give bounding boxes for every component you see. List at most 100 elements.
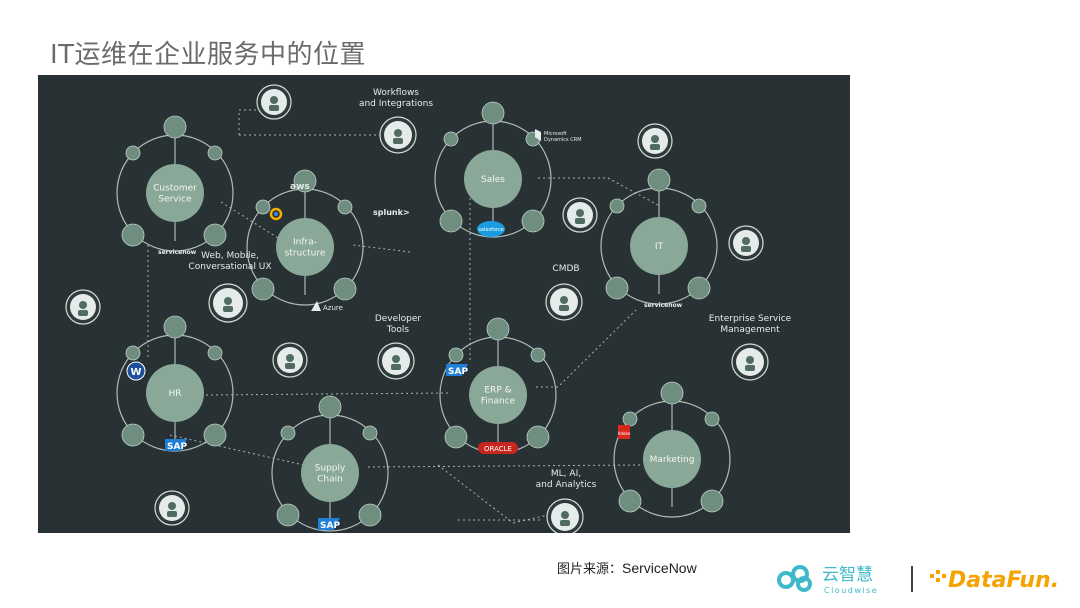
- salesforce-logo: salesforce: [477, 221, 505, 237]
- hub-label: ERP &Finance: [481, 386, 516, 407]
- workflow-icon: [379, 116, 417, 154]
- azure-icon: [311, 301, 321, 311]
- label-web-mobile: Web, Mobile,Conversational UX: [188, 251, 271, 272]
- page-title: IT运维在企业服务中的位置: [50, 40, 367, 70]
- hub-satellite-node: [660, 381, 684, 405]
- person-icon: [637, 123, 673, 159]
- hub-satellite-node: [358, 503, 382, 527]
- hub-sales: Sales: [434, 101, 552, 238]
- svg-text:ORACLE: ORACLE: [484, 445, 512, 453]
- cloudwise-logo: 云智慧 Cloudwise: [774, 560, 894, 596]
- hub-satellite-node: [276, 503, 300, 527]
- svg-text:SAP: SAP: [167, 442, 187, 452]
- developer-tools-icon: [377, 342, 415, 380]
- hub-satellite-node: [605, 276, 629, 300]
- cloudwise-cn-text: 云智慧: [822, 565, 873, 585]
- hub-satellite-node: [203, 423, 227, 447]
- servicenow-logo-it: servicenow: [644, 302, 683, 309]
- connection-links: [147, 109, 659, 524]
- cloud-icon: [777, 565, 812, 592]
- sap-logo-erp: SAP: [446, 364, 468, 377]
- aws-logo: aws: [290, 182, 310, 192]
- hub-erp: ERP &Finance: [439, 317, 557, 454]
- person-icon: [272, 342, 308, 378]
- label-cmdb: CMDB: [552, 264, 579, 274]
- hub-core: [146, 164, 204, 222]
- datafun-text: DataFun.: [948, 568, 1059, 593]
- logo-divider: [911, 566, 913, 592]
- hub-satellite-node: [318, 395, 342, 419]
- hub-satellite-node: [362, 425, 378, 441]
- hub-satellite-node: [443, 131, 459, 147]
- hub-satellite-node: [609, 198, 625, 214]
- hub-satellite-node: [333, 277, 357, 301]
- workday-logo: W: [126, 361, 146, 381]
- hub-core: [276, 218, 334, 276]
- person-icon: [256, 84, 292, 120]
- hub-satellite-node: [337, 199, 353, 215]
- servicenow-logo-cs: servicenow: [158, 249, 197, 256]
- hub-satellite-node: [293, 169, 317, 193]
- person-icon: [562, 197, 598, 233]
- hub-hr: HR: [116, 315, 234, 452]
- hub-label: Marketing: [650, 455, 695, 465]
- hub-satellite-node: [439, 209, 463, 233]
- cloud-provider-icon: [269, 207, 283, 221]
- caption-prefix: 图片来源：: [557, 562, 623, 577]
- hub-label: HR: [168, 389, 181, 399]
- cloudwise-en-text: Cloudwise: [824, 586, 878, 595]
- hub-satellite-node: [618, 489, 642, 513]
- adobe-logo: Adobe: [618, 425, 631, 439]
- hub-marketing: Marketing: [613, 381, 731, 518]
- hub-satellite-node: [163, 115, 187, 139]
- hub-satellite-node: [125, 345, 141, 361]
- hub-core: [301, 444, 359, 502]
- analytics-icon: [546, 498, 584, 533]
- azure-logo: Azure: [323, 304, 343, 312]
- hub-core: [469, 366, 527, 424]
- svg-text:W: W: [130, 367, 141, 378]
- hub-satellite-node: [255, 199, 271, 215]
- hub-satellite-node: [530, 347, 546, 363]
- oracle-logo: ORACLE: [478, 442, 518, 454]
- hub-satellite-node: [163, 315, 187, 339]
- hub-label: Sales: [481, 175, 505, 185]
- person-icon: [65, 289, 101, 325]
- monitor-icon: [731, 343, 769, 381]
- hub-satellite-node: [207, 145, 223, 161]
- hub-satellite-node: [691, 198, 707, 214]
- hub-satellite-node: [251, 277, 275, 301]
- hub-satellite-node: [203, 223, 227, 247]
- image-source-caption: 图片来源：ServiceNow: [557, 558, 697, 577]
- caption-source: ServiceNow: [622, 560, 697, 576]
- hub-satellite-node: [207, 345, 223, 361]
- label-ml-ai: ML, AI,and Analytics: [536, 469, 597, 490]
- hub-satellite-node: [647, 168, 671, 192]
- person-icon: [728, 225, 764, 261]
- hub-satellite-node: [521, 209, 545, 233]
- hub-satellite-node: [687, 276, 711, 300]
- sap-logo-supply: SAP: [318, 518, 340, 531]
- hub-satellite-node: [700, 489, 724, 513]
- hub-satellite-node: [526, 425, 550, 449]
- hub-core: [146, 364, 204, 422]
- hub-satellite-node: [121, 423, 145, 447]
- person-icon: [154, 490, 190, 526]
- hub-it: IT: [600, 168, 718, 305]
- hub-satellite-node: [444, 425, 468, 449]
- hub-label: Infra-structure: [285, 238, 326, 259]
- datafun-dots-icon: [930, 570, 946, 582]
- hub-infrastructure: Infra-structure: [246, 169, 364, 306]
- svg-text:Adobe: Adobe: [618, 431, 631, 436]
- hub-core: [630, 217, 688, 275]
- hub-satellite-node: [486, 317, 510, 341]
- datafun-logo: DataFun.: [928, 562, 1068, 596]
